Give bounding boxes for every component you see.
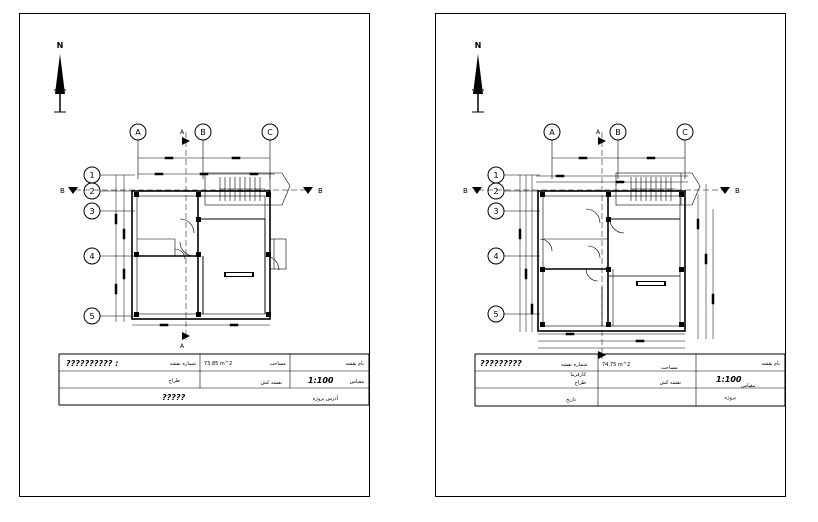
north-label: N xyxy=(57,41,64,50)
dimension-lines-bottom xyxy=(132,323,270,327)
tb-area-value: 73.85 m^2 xyxy=(204,361,232,367)
grid-column-lines xyxy=(137,140,271,179)
dimension-lines-top xyxy=(536,156,688,184)
row-label-5: 5 xyxy=(493,310,498,319)
row-label-5: 5 xyxy=(89,312,94,321)
north-label: N xyxy=(475,41,482,50)
tb-drafter-label: نقشه کش xyxy=(261,380,282,386)
grid-label-c: C xyxy=(682,128,688,137)
tb-area-value: 74.75 m^2 xyxy=(602,362,630,368)
tb-owner-label: کارفرما xyxy=(570,372,586,378)
row-label-3: 3 xyxy=(493,207,498,216)
section-marker-a: A xyxy=(596,129,606,359)
section-label-a-top: A xyxy=(596,129,601,136)
tb-code-label: شماره نقشه xyxy=(561,362,587,368)
floor-plan-drawing-right: N A B C 1 2 3 4 5 xyxy=(463,41,786,407)
north-arrow: N xyxy=(472,41,484,113)
tb-plan-name-label: نام نقشه xyxy=(761,361,780,367)
door-swings xyxy=(539,208,625,282)
tb-project-label: پروژه xyxy=(724,395,736,401)
balcony xyxy=(269,238,287,270)
row-label-4: 4 xyxy=(493,252,498,261)
title-block xyxy=(58,353,370,406)
tb-project-value: ????? xyxy=(162,393,186,402)
row-label-4: 4 xyxy=(89,252,94,261)
grid-row-lines xyxy=(504,174,540,315)
row-label-2: 2 xyxy=(89,187,94,196)
dimension-lines-right xyxy=(696,184,715,339)
tb-plan-name-label: نام نقشه xyxy=(345,361,364,367)
row-label-1: 1 xyxy=(493,171,498,180)
section-label-a-bottom: A xyxy=(180,343,185,350)
section-label-b-left: B xyxy=(60,187,65,195)
grid-column-lines xyxy=(551,140,686,179)
row-label-1: 1 xyxy=(89,171,94,180)
tb-code: ????????? xyxy=(480,359,522,368)
tb-date-label: تاریخ xyxy=(566,397,577,403)
title-block xyxy=(474,353,786,407)
grid-label-b: B xyxy=(615,128,621,137)
stair-symbol xyxy=(204,172,291,206)
tb-code-label: شماره نقشه xyxy=(170,361,196,367)
row-label-2: 2 xyxy=(493,187,498,196)
stair-symbol xyxy=(615,172,701,206)
dimension-lines-left xyxy=(114,175,126,322)
drawing-sheet-right: N A B C 1 2 3 4 5 xyxy=(435,13,786,497)
grid-label-b: B xyxy=(200,128,206,137)
tb-project-label: آدرس پروژه xyxy=(313,395,339,402)
tb-code: ?????????? : xyxy=(66,359,118,368)
column-markers xyxy=(134,192,271,317)
section-label-b-right: B xyxy=(735,187,740,195)
grid-row-bubbles xyxy=(487,166,505,323)
grid-label-a: A xyxy=(549,128,555,137)
section-label-b-left: B xyxy=(463,187,468,195)
tb-drafter-label: نقشه کش xyxy=(660,380,681,386)
floor-plan-walls xyxy=(537,190,686,332)
drawing-sheet-left: N A B C 1 2 3 xyxy=(19,13,370,497)
section-marker-b: B B xyxy=(463,187,740,195)
grid-label-c: C xyxy=(267,128,273,137)
tb-scale-value: 1:100 xyxy=(308,376,334,385)
north-arrow: N xyxy=(54,41,66,113)
tb-scale-value: 1:100 xyxy=(716,375,742,384)
dimension-lines-left xyxy=(518,175,534,332)
tb-designer-label: طراح xyxy=(575,380,586,386)
tb-area-label: مساحت xyxy=(269,361,286,367)
tb-area-label: مساحت xyxy=(661,365,678,371)
tb-scale-label: مقیاس xyxy=(741,383,756,389)
grid-row-lines xyxy=(100,174,135,317)
grid-row-bubbles xyxy=(83,166,101,325)
dimension-lines-bottom xyxy=(538,332,685,349)
section-marker-b: B B xyxy=(60,187,323,195)
section-label-b-right: B xyxy=(318,187,323,195)
column-markers xyxy=(540,192,684,327)
grid-label-a: A xyxy=(135,128,141,137)
dimension-lines-top xyxy=(138,156,275,176)
tb-designer-label: طراح xyxy=(169,378,180,384)
floor-plan-drawing-left: N A B C 1 2 3 xyxy=(54,41,370,406)
door-swings xyxy=(174,218,280,271)
section-marker-a: A A xyxy=(180,129,190,350)
grid-column-bubbles xyxy=(129,123,279,141)
row-label-3: 3 xyxy=(89,207,94,216)
section-label-a-top: A xyxy=(180,129,185,136)
tb-scale-label: مقیاس xyxy=(350,379,365,385)
